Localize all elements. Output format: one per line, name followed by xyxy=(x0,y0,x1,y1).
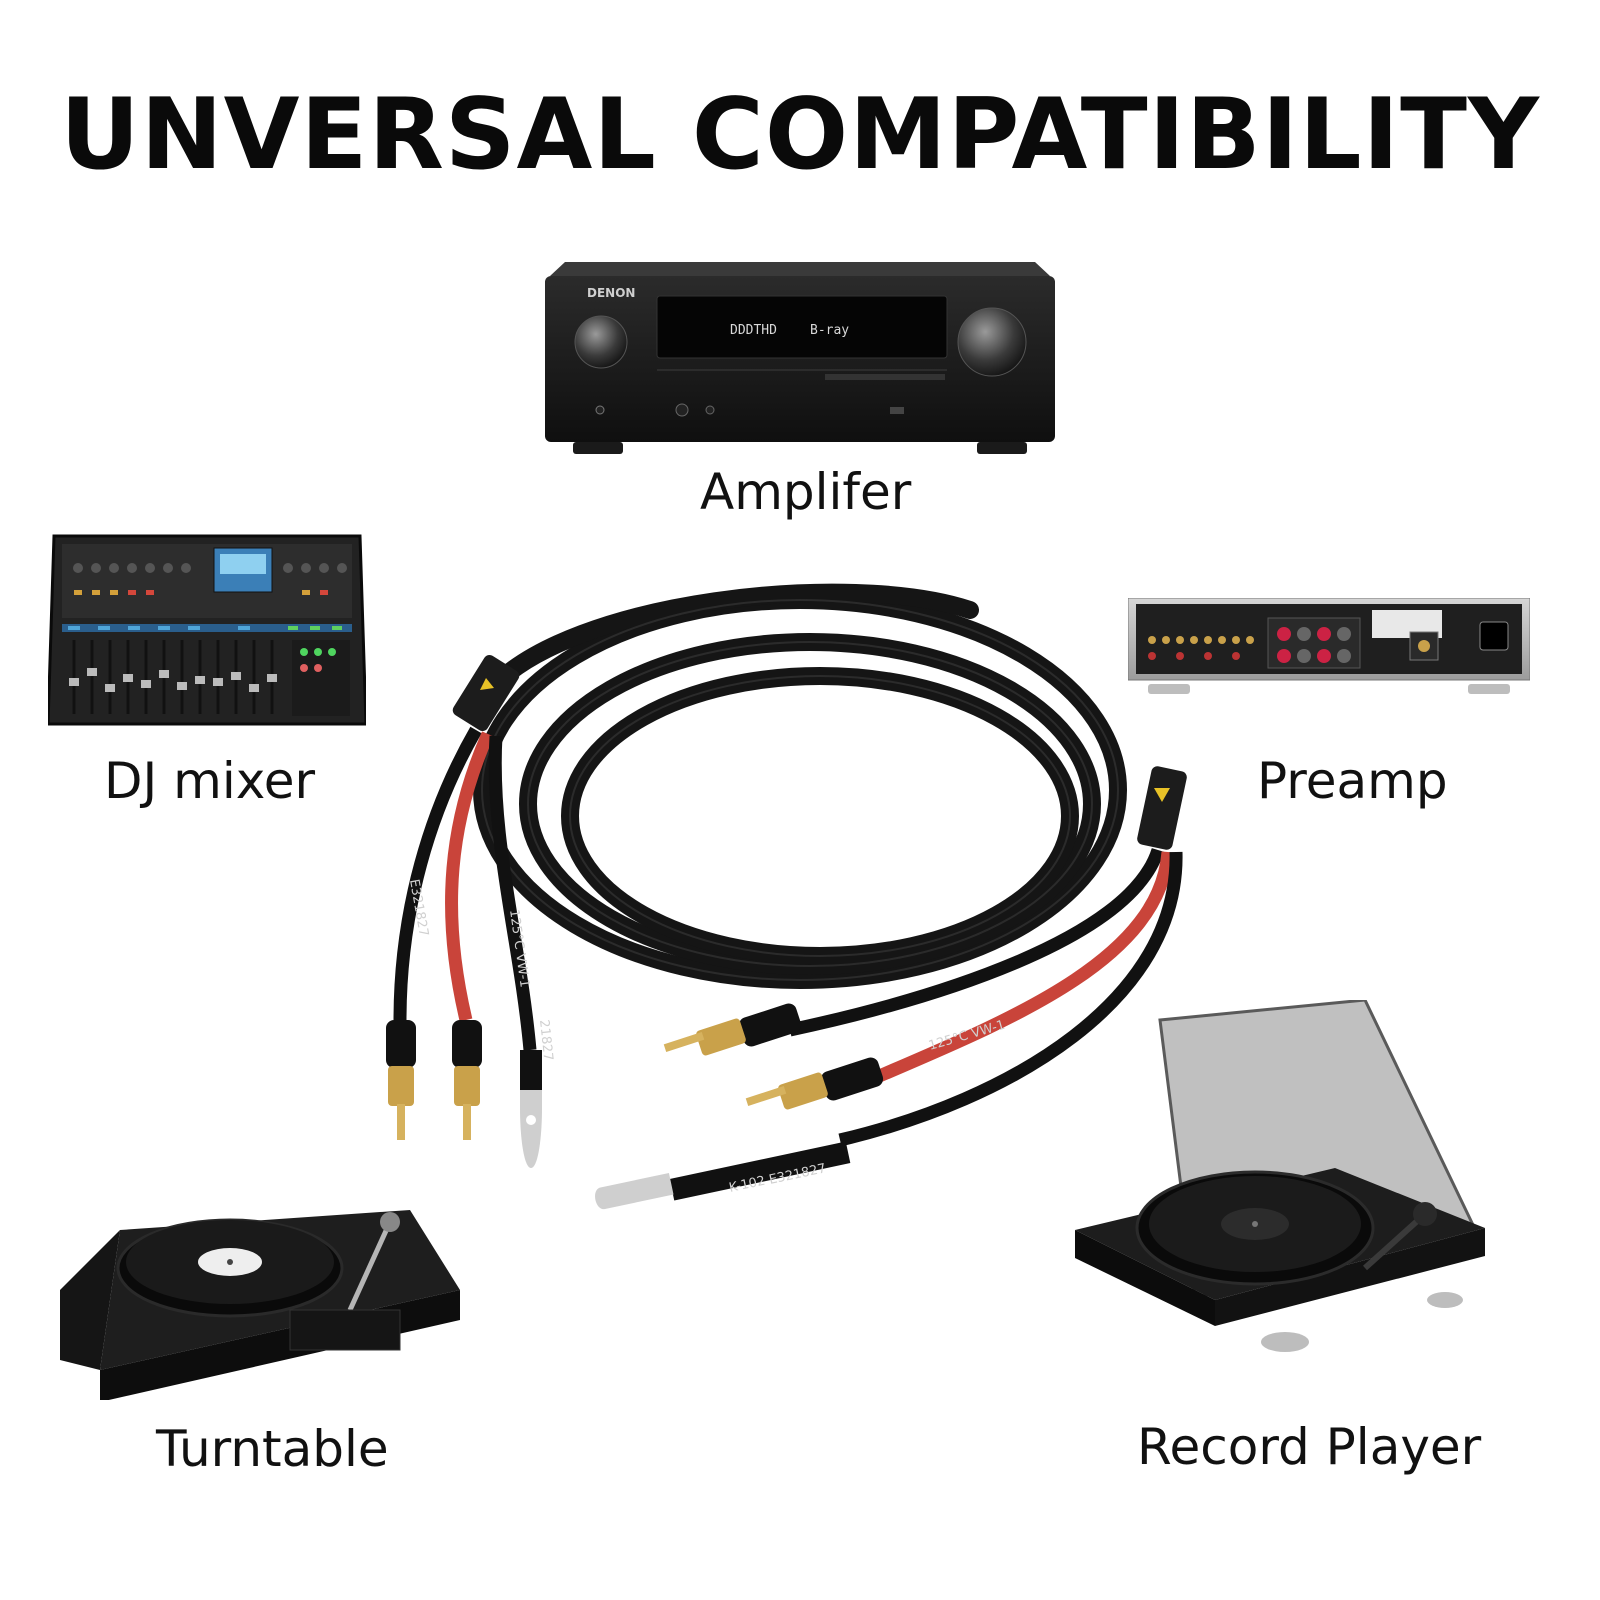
svg-text:125°C VW-1: 125°C VW-1 xyxy=(927,1018,1007,1054)
svg-text:K-102: K-102 xyxy=(728,1174,767,1196)
svg-text:21827: 21827 xyxy=(536,1019,555,1062)
svg-text:DDDTHD: DDDTHD xyxy=(730,323,777,338)
mixing-console-icon xyxy=(48,534,366,726)
record-player-icon xyxy=(1075,1000,1485,1352)
headline: UNVERSAL COMPATIBILITY xyxy=(60,78,1540,192)
preamp-label: Preamp xyxy=(1257,752,1448,810)
preamp-rear-panel-icon xyxy=(1128,598,1530,694)
rca-phono-cable-icon: E321827 125°C VW-1 21827 125°C VW-1 K-10… xyxy=(386,583,1187,1210)
dj-mixer-label: DJ mixer xyxy=(104,752,316,810)
record-player-label: Record Player xyxy=(1137,1418,1482,1476)
amplifier-label: Amplifer xyxy=(700,463,912,521)
turntable-icon xyxy=(60,1210,460,1400)
turntable-label: Turntable xyxy=(156,1420,389,1478)
svg-text:DENON: DENON xyxy=(587,286,635,300)
av-receiver-icon: DDDTHD B-ray DENON xyxy=(545,262,1055,454)
svg-text:B-ray: B-ray xyxy=(810,323,849,338)
